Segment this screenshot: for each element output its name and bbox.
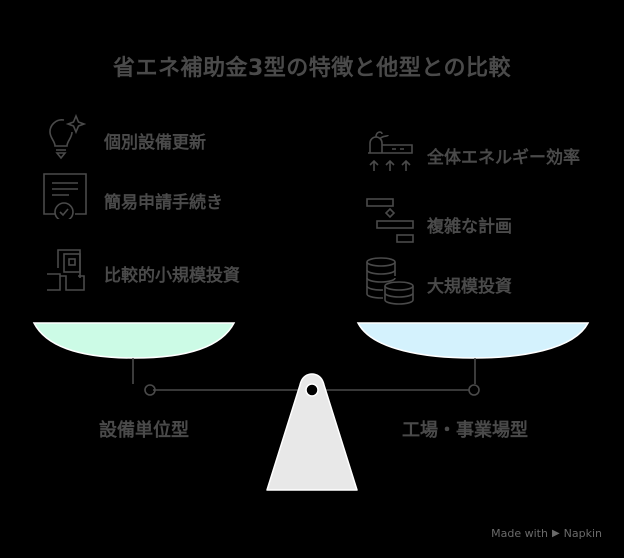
credit-brand: Napkin <box>563 527 602 540</box>
feature-individual-equipment: 個別設備更新 <box>104 133 206 153</box>
feature-overall-efficiency: 全体エネルギー効率 <box>427 148 580 168</box>
feature-complex-plan: 複雑な計画 <box>427 217 512 237</box>
feature-simple-application: 簡易申請手続き <box>104 193 223 213</box>
page-title: 省エネ補助金3型の特徴と他型との比較 <box>112 56 512 81</box>
factory-arrows-icon <box>366 127 416 175</box>
certificate-check-icon <box>43 173 89 219</box>
lightbulb-sparkle-icon <box>42 114 86 160</box>
gantt-plan-icon <box>365 197 417 245</box>
feature-large-investment: 大規模投資 <box>427 277 512 297</box>
fulcrum <box>266 373 358 491</box>
balance-scale <box>0 310 624 500</box>
napkin-credit[interactable]: Made with ▶ Napkin <box>491 527 602 540</box>
napkin-logo-icon: ▶ <box>551 528 560 539</box>
hand-money-icon <box>46 248 90 294</box>
coin-stack-icon <box>365 256 417 306</box>
left-pan <box>32 322 236 359</box>
feature-small-investment: 比較的小規模投資 <box>104 266 240 286</box>
left-type-label: 設備単位型 <box>99 420 189 441</box>
right-type-label: 工場・事業場型 <box>402 420 528 441</box>
right-pan <box>356 322 590 359</box>
credit-prefix: Made with <box>491 527 548 540</box>
